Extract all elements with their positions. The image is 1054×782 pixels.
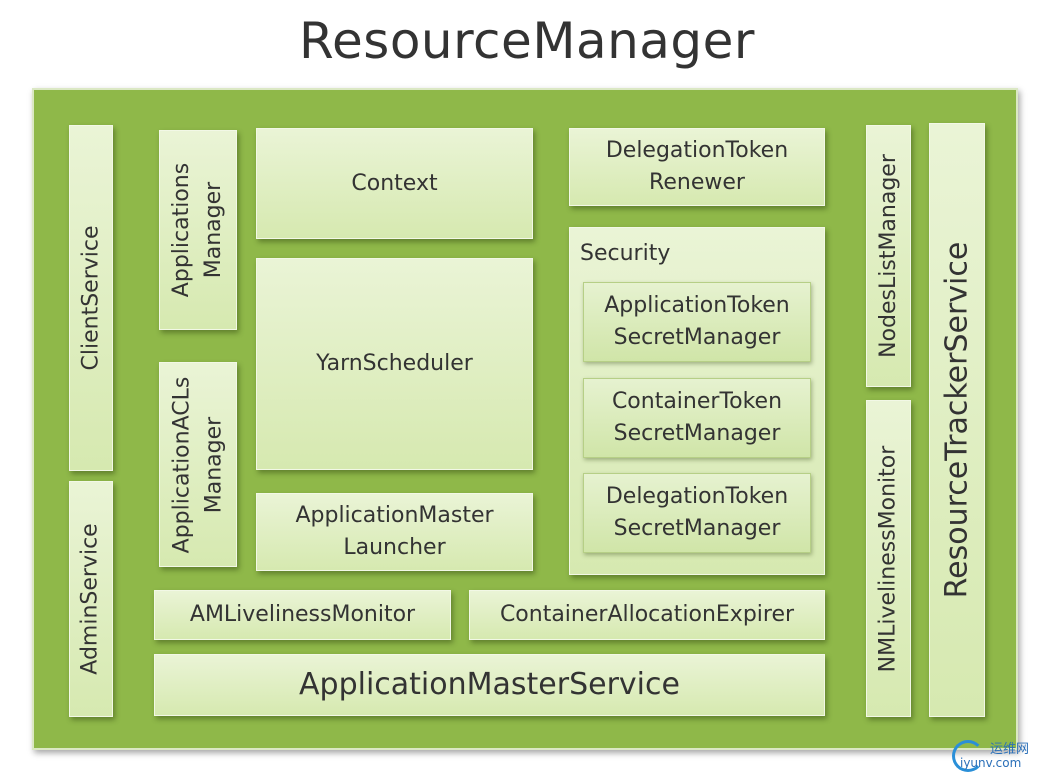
application-token-secret-manager-label: ApplicationToken SecretManager [604, 293, 790, 350]
application-master-service-box: ApplicationMasterService [154, 654, 825, 716]
context-box: Context [256, 128, 533, 239]
am-liveliness-monitor-label: AMLivelinessMonitor [189, 602, 416, 627]
nodes-list-manager-box: NodesListManager [866, 125, 911, 387]
application-master-launcher-box: ApplicationMaster Launcher [256, 493, 533, 571]
delegation-token-secret-manager-label: DelegationToken SecretManager [605, 484, 789, 541]
am-liveliness-monitor-box: AMLivelinessMonitor [154, 590, 451, 640]
container-token-secret-manager-label: ContainerToken SecretManager [611, 389, 783, 446]
application-master-launcher-label: ApplicationMaster Launcher [295, 503, 494, 560]
application-master-service-label: ApplicationMasterService [299, 667, 680, 702]
admin-service-box: AdminService [69, 481, 113, 717]
applications-manager-label: Applications Manager [169, 162, 227, 298]
yarn-scheduler-label: YarnScheduler [316, 351, 473, 376]
security-box: Security ApplicationToken SecretManager … [569, 227, 825, 575]
watermark-en-text: iyunv.com [960, 756, 1022, 770]
resource-tracker-service-box: ResourceTrackerService [929, 123, 985, 717]
client-service-box: ClientService [69, 125, 113, 471]
security-label: Security [580, 241, 671, 266]
application-acls-manager-box: ApplicationACLs Manager [159, 362, 237, 567]
watermark-logo: 运维网 iyunv.com [950, 738, 1050, 778]
resource-manager-container: ClientService AdminService Applications … [32, 88, 1018, 750]
admin-service-label: AdminService [78, 523, 104, 675]
watermark-icon [952, 740, 984, 772]
application-acls-manager-label: ApplicationACLs Manager [169, 376, 227, 553]
yarn-scheduler-box: YarnScheduler [256, 258, 533, 470]
container-token-secret-manager-box: ContainerToken SecretManager [583, 378, 811, 458]
nm-liveliness-monitor-box: NMLivelinessMonitor [866, 400, 911, 717]
diagram-title: ResourceManager [299, 12, 755, 70]
resource-tracker-service-label: ResourceTrackerService [939, 241, 974, 599]
container-allocation-expirer-label: ContainerAllocationExpirer [499, 602, 795, 627]
delegation-token-secret-manager-box: DelegationToken SecretManager [583, 473, 811, 553]
watermark-cn-text: 运维网 [990, 742, 1030, 757]
application-token-secret-manager-box: ApplicationToken SecretManager [583, 282, 811, 362]
client-service-label: ClientService [78, 225, 103, 371]
context-label: Context [351, 170, 438, 196]
applications-manager-box: Applications Manager [159, 130, 237, 330]
delegation-token-renewer-box: DelegationToken Renewer [569, 128, 825, 206]
nm-liveliness-monitor-label: NMLivelinessMonitor [875, 445, 901, 672]
nodes-list-manager-label: NodesListManager [875, 154, 901, 358]
delegation-token-renewer-label: DelegationToken Renewer [605, 138, 789, 195]
container-allocation-expirer-box: ContainerAllocationExpirer [469, 590, 825, 640]
